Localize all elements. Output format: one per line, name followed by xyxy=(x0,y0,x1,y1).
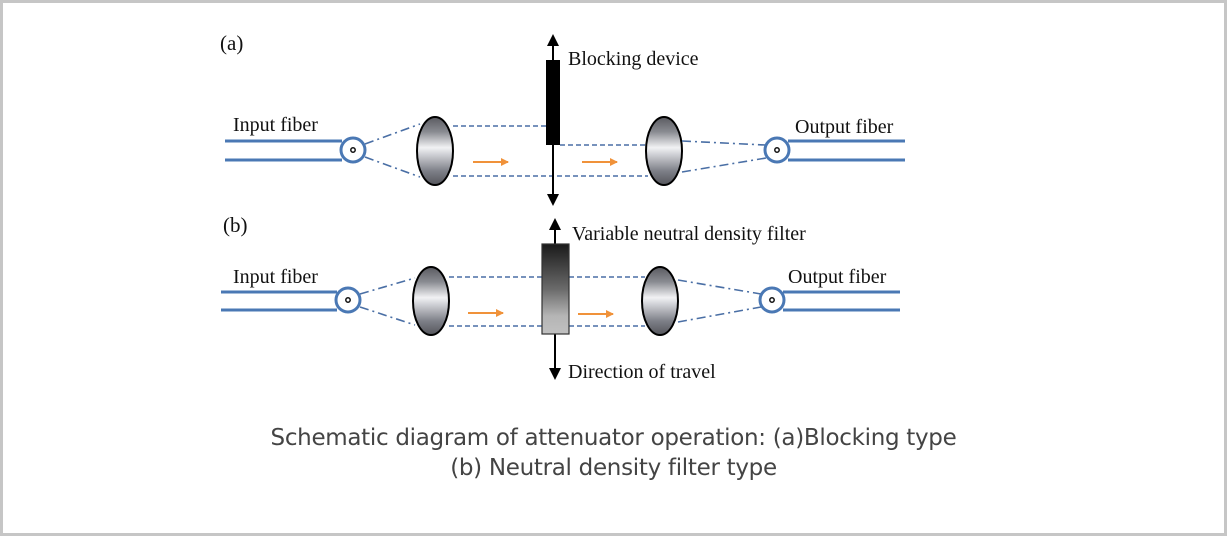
direction-of-travel-label: Direction of travel xyxy=(568,361,716,383)
beam-diverge xyxy=(364,123,421,145)
arrow-up-icon xyxy=(547,34,559,46)
beam-converge xyxy=(681,140,766,146)
arrow-down-icon xyxy=(547,194,559,206)
beam-converge xyxy=(677,279,762,295)
beam-diverge xyxy=(359,277,416,295)
beam-diverge xyxy=(364,156,421,178)
output-fiber-a xyxy=(763,136,905,164)
input-fiber-b xyxy=(221,286,362,314)
blocking-plate xyxy=(546,60,560,145)
lens-icon xyxy=(416,116,454,186)
fiber-point-icon xyxy=(774,147,780,153)
input-fiber-label-a: Input fiber xyxy=(233,114,318,136)
blocking-device-label: Blocking device xyxy=(568,48,699,70)
fiber-point-icon xyxy=(769,297,775,303)
panel-a-label: (a) xyxy=(220,31,243,55)
arrow-up-icon xyxy=(549,218,561,230)
figure-caption-line-2: (b) Neutral density filter type xyxy=(450,455,777,481)
lens-icon xyxy=(645,116,683,186)
input-fiber-label-b: Input fiber xyxy=(233,266,318,288)
panel-b-label: (b) xyxy=(223,213,248,237)
fiber-point-icon xyxy=(345,297,351,303)
output-fiber-label-b: Output fiber xyxy=(788,266,887,288)
fiber-point-icon xyxy=(350,147,356,153)
blocking-device xyxy=(546,34,560,206)
beam-converge xyxy=(677,306,762,323)
beam-converge xyxy=(681,157,767,173)
output-fiber-b xyxy=(758,286,900,314)
beam-diverge xyxy=(359,306,416,326)
output-fiber-label-a: Output fiber xyxy=(795,116,894,138)
neutral-density-filter xyxy=(541,218,570,380)
nd-filter-label: Variable neutral density filter xyxy=(572,223,806,245)
filter-plate xyxy=(541,243,570,335)
lens-icon xyxy=(412,266,450,336)
figure-caption-line-1: Schematic diagram of attenuator operatio… xyxy=(270,425,957,451)
arrow-down-icon xyxy=(549,368,561,380)
lens-icon xyxy=(641,266,679,336)
panel-a: (a) Input fiber Blocking device xyxy=(220,31,905,206)
panel-b: (b) Input fiber Variable neutral de xyxy=(221,213,900,383)
input-fiber-a xyxy=(225,136,367,164)
